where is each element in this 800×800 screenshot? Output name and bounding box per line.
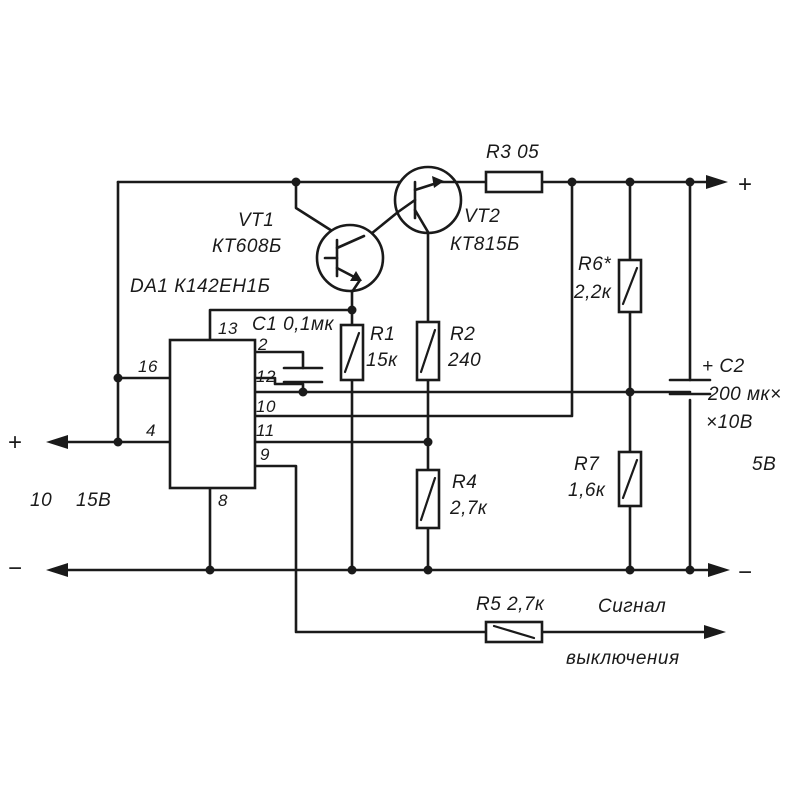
transistor-vt1 [315,223,385,294]
junction-dot [567,177,577,187]
junction-dot [423,565,433,575]
ic-da1-body [168,338,257,490]
r4-ref-label: R4 [452,472,477,493]
r6-value-label: 2,2к [573,282,612,303]
output-plus-label: + [738,171,753,198]
junction-dot [205,565,215,575]
output-voltage-label: 5В [752,454,776,475]
input-minus-label: − [8,555,23,582]
output-minus-label: − [738,559,753,586]
vt2-base-lead [396,198,417,214]
pin-13-label: 13 [218,319,238,338]
r3-body [484,170,544,194]
input-voltage-max-label: 15В [76,490,111,511]
r4-value-label: 2,7к [449,498,488,519]
r3-label: R3 05 [486,142,539,163]
r7-ref-label: R7 [574,454,600,475]
junction-dot [625,565,635,575]
resistor-r2 [415,320,441,382]
vt1-collector-lead [335,234,366,250]
r7-slash [621,458,639,500]
capacitor-c1 [282,366,324,384]
r2-slash [419,328,437,374]
da1-label: DA1 К142ЕН1Б [130,276,270,297]
junctions [113,177,695,575]
wire-pin13 [208,308,354,342]
wire-pin12-c1 [253,376,305,394]
pin-16-label: 16 [138,357,158,376]
c2-value-line2: ×10В [706,412,753,433]
vt2-emitter-arrow [432,176,444,188]
arrow-input-minus [46,563,68,577]
signal-label-line1: Сигнал [598,596,666,617]
capacitor-c2 [668,378,712,396]
arrow-output-plus [706,175,728,189]
junction-dot [625,177,635,187]
r2-ref-label: R2 [450,324,475,345]
c2-value-line1: 200 мк× [707,384,782,405]
c2-ref-label: + C2 [702,356,745,377]
wire-pin11 [253,180,574,418]
r5-slash [492,624,536,640]
resistor-r6 [617,258,643,314]
arrow-signal-out [704,625,726,639]
junction-dot [298,387,308,397]
junction-dot [423,437,433,447]
pin-11-label: 11 [256,421,275,440]
pin-10-label: 10 [256,397,276,416]
r4-slash [419,476,437,522]
wires [58,180,718,634]
junction-dot [625,387,635,397]
vt2-type-label: КТ815Б [450,234,520,255]
vt1-emitter-arrow [350,271,362,281]
junction-dot [291,177,301,187]
resistor-r7 [617,450,643,508]
pin-9-label: 9 [260,445,270,464]
signal-label-line2: выключения [566,648,680,669]
input-voltage-min-label: 10 [30,490,52,511]
junction-dot [113,373,123,383]
pin-8-label: 8 [218,491,228,510]
transistor-vt2 [393,165,463,235]
wire-pin2-c1 [253,350,305,370]
vt1-envelope [315,223,385,293]
wire-pin9 [253,464,488,634]
r1-slash [343,331,361,374]
vt2-ref-label: VT2 [464,206,500,227]
pin-2-label: 2 [257,335,268,354]
r1-value-label: 15к [366,350,398,371]
junction-dot [347,305,357,315]
c1-label: C1 0,1мк [252,314,335,335]
junction-dot [685,565,695,575]
r6-slash [621,266,639,306]
pin-12-label: 12 [256,367,276,386]
resistor-r1 [339,323,365,382]
arrow-output-minus [708,563,730,577]
junction-dot [347,565,357,575]
r1-ref-label: R1 [370,324,395,345]
vt2-envelope [393,165,463,235]
resistor-r4 [415,468,441,530]
labels: VT1 КТ608Б VT2 КТ815Б DA1 К142ЕН1Б R3 05… [8,142,782,669]
r7-value-label: 1,6к [568,480,606,501]
arrow-input-plus [46,435,68,449]
vt2-collector-lead [413,208,430,234]
arrows [46,175,730,639]
r6-ref-label: R6* [578,254,611,275]
pin-4-label: 4 [146,421,156,440]
vt1-type-label: КТ608Б [212,236,282,257]
r5-label: R5 2,7к [476,594,545,615]
resistor-r3 [484,170,544,194]
r2-value-label: 240 [447,350,481,371]
input-plus-label: + [8,429,23,456]
junction-dot [685,177,695,187]
junction-dot [113,437,123,447]
vt1-ref-label: VT1 [238,210,274,231]
resistor-r5 [484,620,544,644]
wire-vt1-collector [294,180,342,238]
